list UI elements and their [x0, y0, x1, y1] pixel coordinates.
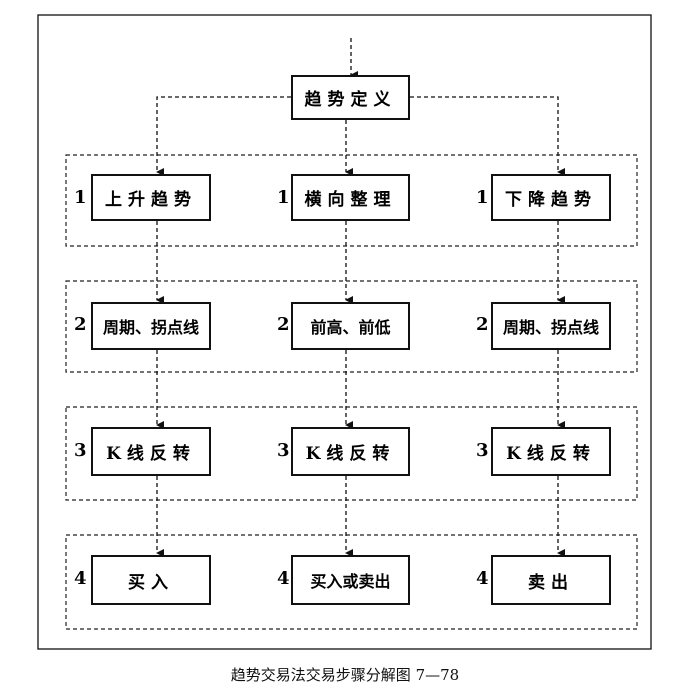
row-4-group — [65, 534, 638, 630]
downtrend-box: 下降趋势 — [491, 174, 611, 221]
row-4-number-left: 4 — [74, 568, 87, 589]
figure-caption: 趋势交易法交易步骤分解图 7—78 — [230, 666, 460, 684]
k-line-reversal-box-center: K线反转 — [291, 427, 410, 476]
row-1-number-left: 1 — [74, 187, 87, 208]
row-1-number-right: 1 — [476, 187, 489, 208]
prior-high-low-box: 前高、前低 — [291, 302, 410, 350]
uptrend-box: 上升趋势 — [91, 174, 211, 221]
row-4-number-right: 4 — [476, 568, 489, 589]
row-3-number-right: 3 — [476, 440, 489, 461]
row-2-group — [65, 280, 638, 373]
cycle-pivot-line-box-right: 周期、拐点线 — [491, 302, 611, 350]
buy-or-sell-box: 买入或卖出 — [291, 555, 410, 605]
sideways-box: 横向整理 — [291, 174, 410, 221]
sell-box: 卖出 — [491, 555, 611, 605]
outer-frame — [37, 14, 652, 650]
buy-box: 买入 — [91, 555, 211, 605]
row-4-number-center: 4 — [277, 568, 290, 589]
row-3-number-left: 3 — [74, 440, 87, 461]
row-2-number-right: 2 — [476, 314, 489, 335]
k-line-reversal-box-right: K线反转 — [491, 427, 611, 476]
k-line-reversal-box-left: K线反转 — [91, 427, 211, 476]
row-3-number-center: 3 — [277, 440, 290, 461]
row-2-number-center: 2 — [277, 314, 290, 335]
row-3-group — [65, 406, 638, 501]
branch-left — [156, 96, 291, 176]
cycle-pivot-line-box-left: 周期、拐点线 — [91, 302, 211, 350]
row-1-group — [65, 154, 638, 247]
row-2-number-left: 2 — [74, 314, 87, 335]
row-1-number-center: 1 — [277, 187, 290, 208]
branch-right — [410, 96, 565, 176]
trend-definition-box: 趋势定义 — [291, 75, 410, 120]
